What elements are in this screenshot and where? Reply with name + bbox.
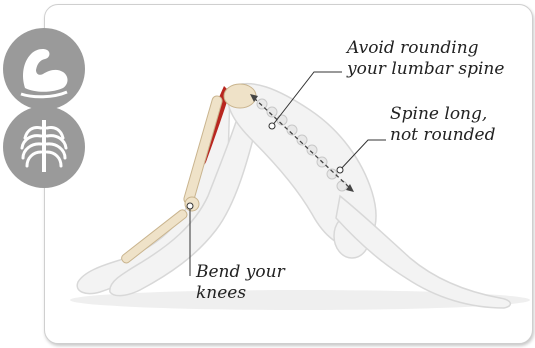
annotation-avoid-rounding: Avoid rounding your lumbar spine [347, 38, 504, 80]
annotation-line: your lumbar spine [347, 59, 504, 80]
annotation-line: not rounded [390, 125, 496, 146]
annotation-bend-knees: Bend your knees [196, 262, 285, 304]
annotation-line: Avoid rounding [347, 38, 504, 59]
annotation-line: knees [196, 283, 285, 304]
annotation-spine-long: Spine long, not rounded [390, 104, 496, 146]
annotation-line: Bend your [196, 262, 285, 283]
annotation-line: Spine long, [390, 104, 496, 125]
